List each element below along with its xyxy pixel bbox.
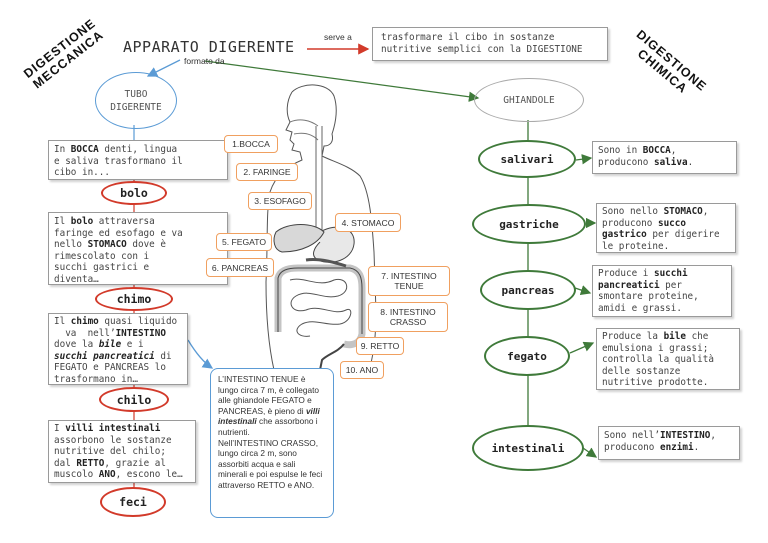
to-tubo-arrow	[146, 59, 181, 77]
gland-pancreas-desc: Produce i succhi pancreatici per smontar…	[592, 265, 732, 317]
organ-label-retto: 9. RETTO	[356, 337, 404, 355]
bolo-node: bolo	[101, 181, 167, 205]
page-title: APPARATO DIGERENTE	[123, 38, 295, 56]
to-ghiandole-arrow	[204, 60, 480, 102]
step-intestino-box: Il chimo quasi liquido va nell’INTESTINO…	[48, 313, 188, 385]
step-villi-box: I villi intestinali assorbono le sostanz…	[48, 420, 196, 483]
organ-label-pancreas: 6. PANCREAS	[206, 258, 274, 277]
organ-label-bocca: 1.BOCCA	[224, 135, 278, 153]
chimo-node: chimo	[95, 287, 173, 311]
feci-node: feci	[100, 487, 166, 517]
gland-salivari-desc: Sono in BOCCA, producono saliva.	[592, 141, 737, 174]
gland-intestinali-node: intestinali	[472, 425, 584, 471]
organ-label-faringe: 2. FARINGE	[236, 163, 298, 181]
digestive-system-illustration	[265, 84, 377, 371]
gland-gastriche-node: gastriche	[472, 204, 586, 244]
organ-label-intestino-crasso: 8. INTESTINO CRASSO	[368, 302, 448, 332]
organ-label-fegato: 5. FEGATO	[216, 233, 272, 251]
ghiandole-node: GHIANDOLE	[474, 78, 584, 122]
intestine-note-box: L’INTESTINO TENUE è lungo circa 7 m, è c…	[210, 368, 334, 518]
serve-a-label: serve a	[324, 32, 352, 42]
organ-label-intestino-tenue: 7. INTESTINO TENUE	[368, 266, 450, 296]
gland-gastriche-desc: Sono nello STOMACO, producono succo gast…	[596, 203, 736, 253]
step-stomaco-box: Il bolo attraversa faringe ed esofago e …	[48, 212, 228, 285]
note-arrow	[187, 339, 214, 369]
formato-da-label: formato da	[184, 56, 225, 66]
organ-label-stomaco: 4. STOMACO	[335, 213, 401, 232]
gland-salivari-node: salivari	[478, 140, 576, 178]
tubo-digerente-node: TUBO DIGERENTE	[95, 72, 177, 129]
organ-label-esofago: 3. ESOFAGO	[248, 192, 312, 210]
organ-label-ano: 10. ANO	[340, 361, 384, 379]
gland-intestinali-desc: Sono nell’INTESTINO, producono enzimi.	[598, 426, 740, 460]
chilo-node: chilo	[99, 387, 169, 412]
step-bocca-box: In BOCCA denti, lingua e saliva trasform…	[48, 140, 228, 180]
gland-fegato-node: fegato	[484, 336, 570, 376]
purpose-box: trasformare il cibo in sostanze nutritiv…	[372, 27, 608, 61]
gland-pancreas-node: pancreas	[480, 270, 576, 310]
gland-fegato-desc: Produce la bile che emulsiona i grassi; …	[596, 328, 740, 390]
